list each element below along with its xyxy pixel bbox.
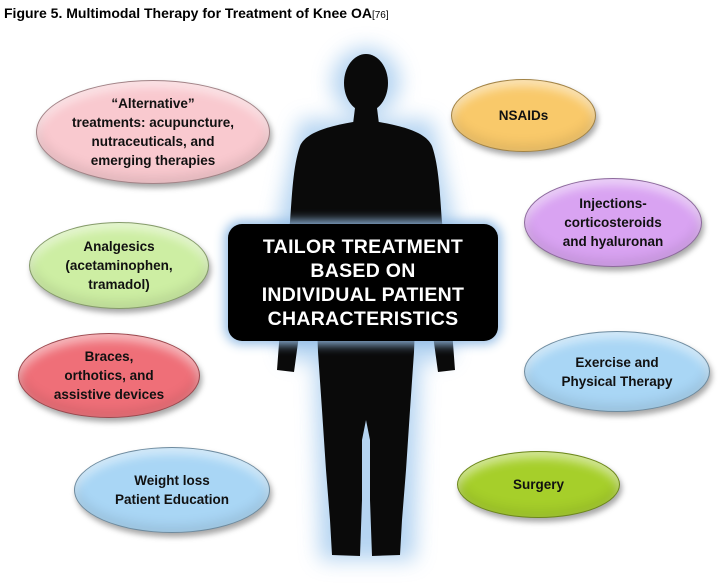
center-message-text: TAILOR TREATMENT BASED ON INDIVIDUAL PAT… — [261, 235, 465, 330]
oval-surgery: Surgery — [457, 451, 620, 518]
figure-title-text: Figure 5. Multimodal Therapy for Treatme… — [4, 5, 372, 21]
oval-surgery-label: Surgery — [512, 477, 565, 492]
center-message-box: TAILOR TREATMENT BASED ON INDIVIDUAL PAT… — [228, 224, 498, 341]
oval-weight-loss-label: Weight loss Patient Education — [114, 473, 229, 507]
oval-alternative-treatments: “Alternative” treatments: acupuncture, n… — [36, 80, 270, 184]
figure-title: Figure 5. Multimodal Therapy for Treatme… — [4, 5, 389, 21]
oval-analgesics-label: Analgesics (acetaminophen, tramadol) — [65, 239, 173, 292]
oval-braces-label: Braces, orthotics, and assistive devices — [53, 349, 165, 402]
oval-exercise: Exercise and Physical Therapy — [524, 331, 710, 412]
oval-injections-label: Injections- corticosteroids and hyaluron… — [562, 196, 664, 249]
oval-braces: Braces, orthotics, and assistive devices — [18, 333, 200, 418]
oval-injections: Injections- corticosteroids and hyaluron… — [524, 178, 702, 267]
oval-nsaids-label: NSAIDs — [498, 108, 549, 123]
oval-analgesics: Analgesics (acetaminophen, tramadol) — [29, 222, 209, 309]
oval-nsaids: NSAIDs — [451, 79, 596, 152]
oval-exercise-label: Exercise and Physical Therapy — [561, 354, 673, 389]
oval-weight-loss: Weight loss Patient Education — [74, 447, 270, 533]
figure-reference: [76] — [371, 10, 389, 21]
oval-alternative-label: “Alternative” treatments: acupuncture, n… — [71, 96, 235, 168]
